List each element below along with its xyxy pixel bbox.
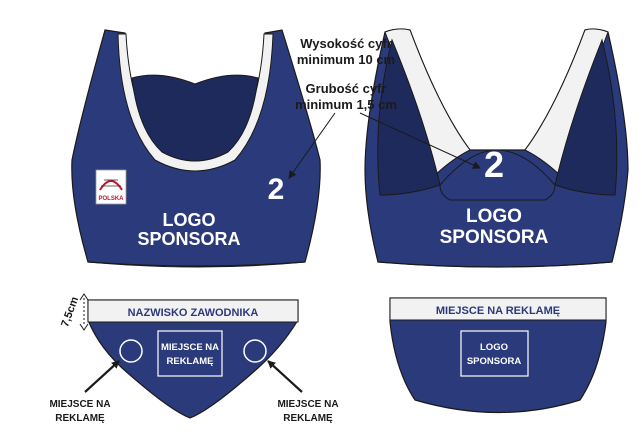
right-callout-line1: MIEJSCE NA xyxy=(277,399,338,410)
digit-height-line2: minimum 10 cm xyxy=(297,52,395,67)
top-back-inner-left xyxy=(377,38,441,196)
top-front-inner xyxy=(131,74,259,162)
arrow-to-back-number xyxy=(359,112,481,169)
badge-text: POLSKA xyxy=(98,196,124,202)
center-box-line2: REKLAMĘ xyxy=(167,356,214,367)
top-back: 2 LOGO SPONSORA xyxy=(364,28,629,268)
arrow-right-callout xyxy=(267,360,303,393)
top-back-inner-right xyxy=(554,38,618,196)
top-back-number: 2 xyxy=(484,144,504,185)
bottom-back: MIEJSCE NA REKLAMĘ LOGO SPONSORA xyxy=(389,297,607,414)
annotations: Wysokość cyfr minimum 10 cm Grubość cyfr… xyxy=(288,36,481,179)
dimension-label: 7,5cm xyxy=(59,295,81,329)
bottom-back-logo-box xyxy=(460,330,529,377)
center-ad-box xyxy=(157,330,223,377)
center-box-line1: MIEJSCE NA xyxy=(161,342,219,353)
bottom-back-body xyxy=(389,297,607,414)
top-back-logo-line1: LOGO xyxy=(466,206,522,227)
digit-thickness-line1: Grubość cyfr xyxy=(306,81,387,96)
digit-thickness-line2: minimum 1,5 cm xyxy=(295,97,397,112)
digit-height-line1: Wysokość cyfr xyxy=(300,36,392,51)
top-front-number: 2 xyxy=(268,173,285,206)
bottom-back-waistband xyxy=(389,297,607,321)
top-front-logo-line1: LOGO xyxy=(163,210,216,230)
ad-circle-left xyxy=(119,339,143,363)
left-callout-line2: REKLAMĘ xyxy=(55,413,105,424)
waistband-name-text: NAZWISKO ZAWODNIKA xyxy=(128,307,259,319)
right-callout-line2: REKLAMĘ xyxy=(283,413,333,424)
arrow-to-front-number xyxy=(288,112,336,179)
arrow-left-callout xyxy=(84,360,120,393)
bottom-front-waistband xyxy=(87,299,299,323)
ad-circle-right xyxy=(243,339,267,363)
top-front-logo-line2: SPONSORA xyxy=(137,229,240,249)
bottom-front: NAZWISKO ZAWODNIKA MIEJSCE NA REKLAMĘ 7,… xyxy=(49,293,339,424)
bottom-back-waistband-text: MIEJSCE NA REKLAMĘ xyxy=(436,305,560,317)
left-callout-line1: MIEJSCE NA xyxy=(49,399,110,410)
bottom-back-box-line2: SPONSORA xyxy=(467,356,522,367)
bottom-front-body xyxy=(87,299,299,419)
top-front: POLSKA 2 LOGO SPONSORA xyxy=(71,29,321,268)
bottom-back-box-line1: LOGO xyxy=(480,342,508,353)
top-back-logo-line2: SPONSORA xyxy=(440,227,549,248)
